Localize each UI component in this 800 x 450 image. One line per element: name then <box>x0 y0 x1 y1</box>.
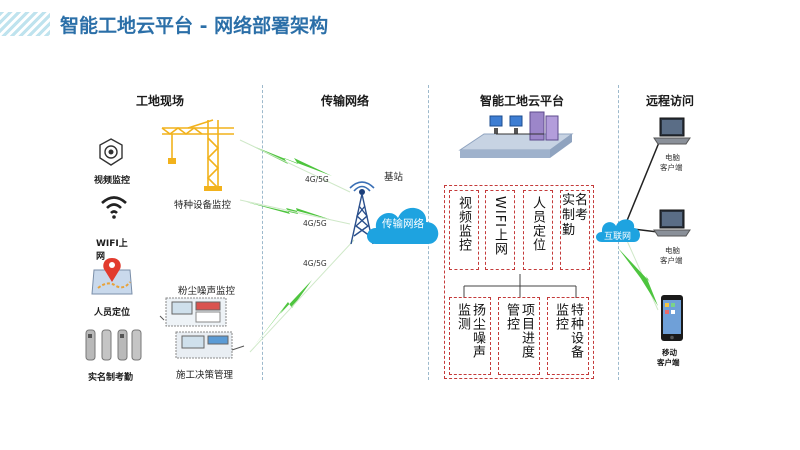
laptop-icon-2 <box>653 209 691 237</box>
label-personnel: 人员定位 <box>94 308 131 318</box>
title-decoration <box>0 12 50 36</box>
label-wifi-2: 网 <box>96 252 106 262</box>
location-pin-icon <box>91 258 133 295</box>
module-box-5 <box>449 297 491 375</box>
column-header-cloud: 智能工地云平台 <box>479 94 565 108</box>
module-dust: 扬尘噪声监测 <box>455 303 485 359</box>
module-connectors <box>463 274 577 298</box>
module-personnel: 人员定位 <box>530 196 545 252</box>
crane-icon <box>161 119 234 191</box>
platform-modules-box <box>444 185 594 379</box>
label-mobile-1: 移动 <box>662 348 677 357</box>
label-video: 视频监控 <box>94 176 131 186</box>
module-box-3 <box>523 190 553 270</box>
module-realname: 实名制考勤 <box>562 193 589 238</box>
label-transport-network: 传输网络 <box>382 218 424 230</box>
label-pc1-1: 电脑 <box>665 153 680 162</box>
module-progress: 项目进度管控 <box>504 303 534 359</box>
column-header-transport: 传输网络 <box>320 94 370 108</box>
module-video: 视频监控 <box>456 196 471 252</box>
label-pc2-2: 客户端 <box>660 256 683 265</box>
label-link-1: 4G/5G <box>305 175 329 184</box>
wireless-links <box>239 139 355 353</box>
label-mobile-2: 客户端 <box>657 358 680 367</box>
label-link-2: 4G/5G <box>303 219 327 228</box>
camera-icon <box>99 138 123 166</box>
internet-cloud-icon <box>596 219 640 242</box>
laptop-icon <box>653 117 691 145</box>
column-header-remote: 远程访问 <box>645 94 695 108</box>
column-header-site: 工地现场 <box>135 94 185 108</box>
module-box-1 <box>449 190 479 270</box>
wifi-icon <box>101 196 127 219</box>
label-link-3: 4G/5G <box>303 259 327 268</box>
monitor-equipment-icon <box>159 297 245 359</box>
module-box-4 <box>560 190 590 270</box>
module-wifi: WIFI上网 <box>492 196 507 256</box>
label-base-station: 基站 <box>384 172 404 183</box>
divider-1 <box>262 85 263 380</box>
turnstile-icon <box>85 329 142 361</box>
module-box-7 <box>547 297 589 375</box>
label-pc1-2: 客户端 <box>660 163 683 172</box>
module-crane: 特种设备监控 <box>553 303 583 359</box>
page-title: 智能工地云平台 - 网络部署架构 <box>60 15 329 37</box>
module-box-6 <box>498 297 540 375</box>
smartphone-icon <box>661 295 683 341</box>
label-crane: 特种设备监控 <box>174 200 232 211</box>
label-decision: 施工决策管理 <box>176 370 234 381</box>
label-realname: 实名制考勤 <box>88 373 134 383</box>
label-dust: 粉尘噪声监控 <box>178 286 236 297</box>
server-platform-icon <box>458 111 574 158</box>
label-pc2-1: 电脑 <box>665 246 680 255</box>
cloud-icon <box>367 207 439 244</box>
label-internet: 互联网 <box>604 232 632 242</box>
module-box-2 <box>485 190 515 270</box>
label-wifi-1: WIFI上 <box>96 239 128 249</box>
